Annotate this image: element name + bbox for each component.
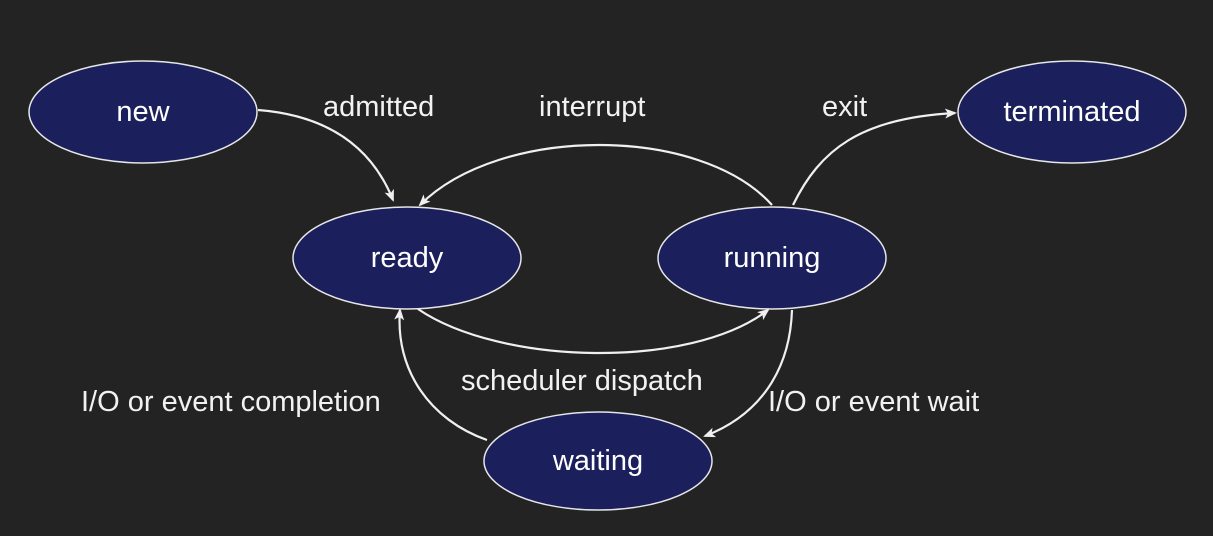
node-ready-label: ready <box>371 242 444 274</box>
edge-admitted <box>257 108 395 202</box>
edge-interrupt <box>418 144 773 207</box>
node-new: new <box>28 60 258 164</box>
node-terminated: terminated <box>957 60 1187 164</box>
node-running-label: running <box>724 242 821 274</box>
label-interrupt: interrupt <box>539 91 645 123</box>
node-new-label: new <box>116 96 170 128</box>
label-io-event-completion: I/O or event completion <box>81 386 381 418</box>
edge-io-event-wait <box>703 309 794 438</box>
edge-scheduler-dispatch <box>417 308 770 355</box>
node-terminated-label: terminated <box>1003 96 1140 128</box>
node-running: running <box>657 206 887 310</box>
node-ready: ready <box>292 206 522 310</box>
edge-exit <box>792 108 957 206</box>
edge-io-event-completion <box>394 308 488 442</box>
label-scheduler-dispatch: scheduler dispatch <box>461 365 703 397</box>
label-admitted: admitted <box>323 91 434 123</box>
label-io-event-wait: I/O or event wait <box>768 386 979 418</box>
node-waiting-label: waiting <box>552 445 643 477</box>
node-waiting: waiting <box>483 411 713 511</box>
label-exit: exit <box>822 91 867 123</box>
